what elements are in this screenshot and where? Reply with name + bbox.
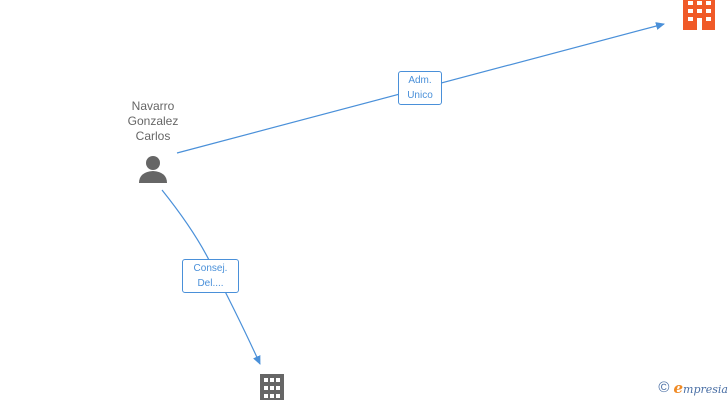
edge-label-line: Consej. [193,263,228,274]
edge-label-line: Adm. [408,75,432,86]
edge-label-consej[interactable]: Consej. Del.... [182,259,239,293]
brand-logo: empresia [673,379,728,397]
person-icon[interactable] [139,156,167,183]
person-name-line: Carlos [135,129,171,143]
brand-name: mpresia [683,383,728,396]
empresia-watermark: © empresia [658,379,728,397]
person-name[interactable]: Navarro Gonzalez Carlos [108,99,198,144]
copyright-icon: © [658,379,670,396]
brand-initial: e [673,379,684,397]
person-name-line: Gonzalez [127,114,179,128]
building-icon[interactable] [260,374,284,400]
edge-label-adm[interactable]: Adm. Unico [398,71,442,105]
edge-label-line: Unico [407,90,433,101]
building-icon[interactable] [683,0,715,30]
person-name-line: Navarro [131,99,175,113]
edge-label-line: Del.... [197,278,224,289]
